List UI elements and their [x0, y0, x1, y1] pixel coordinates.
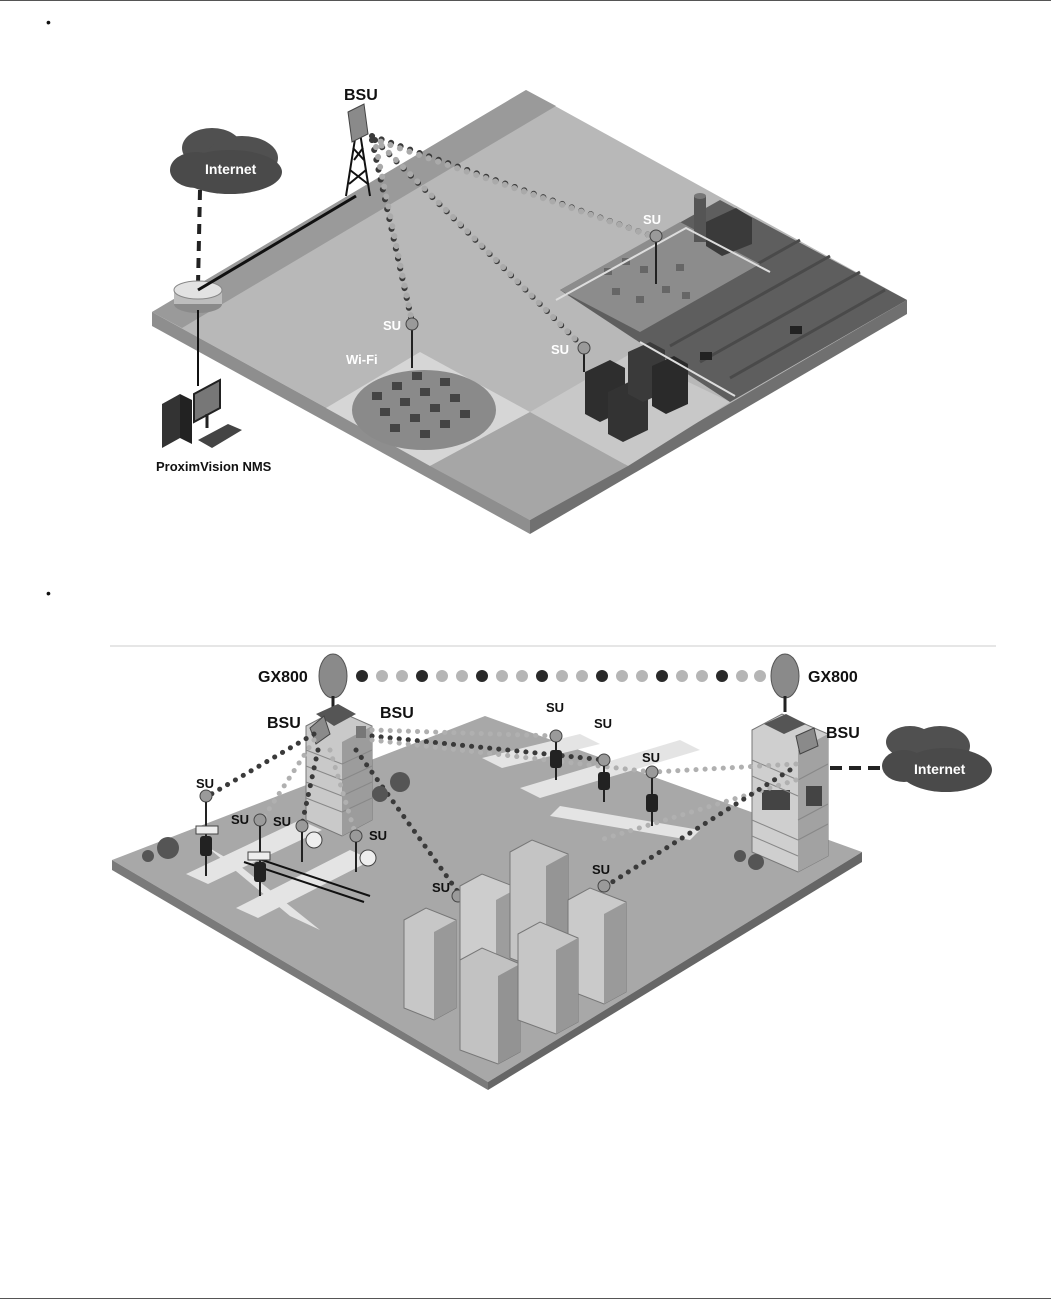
- bsu-antenna: [348, 104, 368, 142]
- gx800-left-dish: [319, 654, 347, 698]
- su-towers-left-label: SU: [432, 880, 450, 895]
- nms-workstation: [162, 380, 242, 448]
- su-left-mid-label: SU: [231, 812, 249, 827]
- bsu-label: BSU: [344, 87, 378, 104]
- internet-label: Internet: [205, 161, 257, 177]
- su-wifi-label: SU: [383, 318, 401, 333]
- bsu-left-label: BSU: [267, 715, 301, 732]
- bottom-rule: [0, 1298, 1051, 1299]
- gx800-right-dish: [771, 654, 799, 698]
- router: [174, 281, 222, 313]
- figure-urban-network: GX800 GX800 BSU BSU BSU Internet: [0, 630, 1051, 1100]
- internet-router-link: [198, 190, 200, 285]
- su-farm-label: SU: [643, 212, 661, 227]
- su-cross3-label: SU: [642, 750, 660, 765]
- bullet-2: •: [46, 585, 51, 601]
- bsu-center-label: BSU: [380, 705, 414, 722]
- su-left-mid2-label: SU: [273, 814, 291, 829]
- wifi-label: Wi-Fi: [346, 352, 378, 367]
- su-office-label: SU: [551, 342, 569, 357]
- internet-cloud-2: [882, 726, 992, 792]
- su-cross2-label: SU: [594, 716, 612, 731]
- figure-rural-network: Internet BSU SU SU: [0, 0, 1051, 560]
- internet-label-2: Internet: [914, 761, 966, 777]
- gx800-right-label: GX800: [808, 669, 858, 686]
- gx800-link: [356, 670, 766, 682]
- bsu-right-label: BSU: [826, 725, 860, 742]
- su-cross1-label: SU: [546, 700, 564, 715]
- gx800-left-label: GX800: [258, 669, 308, 686]
- su-towers-right-label: SU: [592, 862, 610, 877]
- su-left-top-label: SU: [196, 776, 214, 791]
- su-left-bottom-label: SU: [369, 828, 387, 843]
- nms-label: ProximVision NMS: [156, 459, 272, 474]
